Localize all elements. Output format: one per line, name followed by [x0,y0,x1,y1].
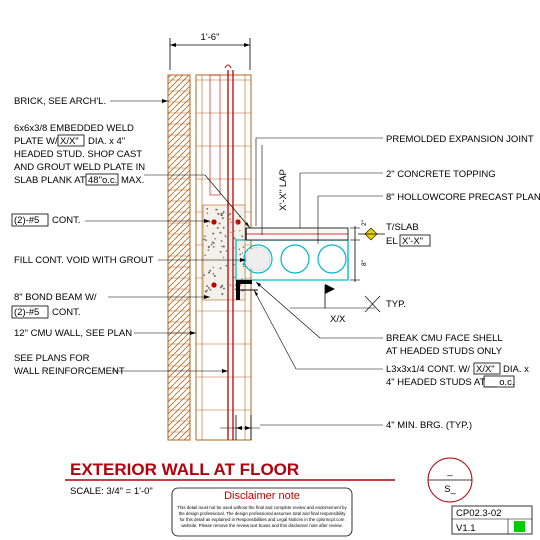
brick-wythe [167,74,191,441]
disclaimer-box: Disclaimer note This detail must not be … [171,487,353,537]
bearing-label: 4" MIN. BRG. (TYP.) [386,420,472,431]
disclaimer-line-4: website. Please remove the review text b… [181,523,342,528]
el-value: X'-X" [402,236,423,247]
hollowcore-plank [235,239,349,281]
steel-angle [236,280,258,300]
weld-spacing: 48"o.c. [88,175,117,186]
weld-stud-dia: X/X" [60,136,79,147]
cont-bars: (2)-#5 [14,215,39,226]
dimension-1ft6: 1'-6" [201,32,220,43]
typ-label: TYP. [386,299,406,310]
cmu-label: 12" CMU WALL, SEE PLAN [14,328,132,339]
weld-line-2c: DIA. x 4" [88,136,125,147]
disclaimer-line-2: the design professional. The design prof… [179,511,347,516]
bubble-detail-number: _ [446,466,453,477]
disclaimer-line-3: for this detail as explained in Responsi… [180,517,345,522]
angle-line-1c: DIA. x [503,364,529,375]
weld-line-4: AND GROUT WELD PLATE IN [14,162,145,173]
angle-line-2a: 4" HEADED STUDS AT [386,377,485,388]
hollowcore-label: 8" HOLLOWCORE PRECAST PLANK [386,192,540,203]
angle-line-1a: L3x3x1/4 CONT. W/ [386,364,470,375]
top-dimension: 1'-6" [169,32,251,70]
tslab-label: T/SLAB [386,222,419,233]
lap-dimension: X'-X" LAP [261,145,289,235]
premolded-label: PREMOLDED EXPANSION JOINT [386,134,534,145]
version-label: V1.1 [456,523,476,534]
disclaimer-heading: Disclaimer note [224,490,300,502]
sheet-code: CP02.3-02 [456,508,501,519]
angle-stud-dia: X/X" [476,364,495,375]
detail-title: EXTERIOR WALL AT FLOOR [70,460,299,479]
left-callouts: BRICK, SEE ARCH'L. 6x6x3/8 EMBEDDED WELD… [11,96,251,377]
weld-line-5a: SLAB PLANK AT [14,175,86,186]
slab-dimension: 2" 8" [350,219,368,282]
break-line-2: AT HEADED STUDS ONLY [386,346,503,357]
topping-label: 2" CONCRETE TOPPING [386,169,496,180]
scale-label: SCALE: 3/4" = 1'-0" [70,486,153,497]
dim-8in: 8" [361,259,368,266]
bond-beam-line-1: 8" BOND BEAM W/ [14,292,97,303]
vertical-rebar [224,64,234,440]
xx-label: X/X [330,314,346,325]
disclaimer-line-1: This detail must not be used without the… [177,505,347,510]
weld-line-2a: PLATE W/ [14,136,58,147]
right-callouts: PREMOLDED EXPANSION JOINT 2" CONCRETE TO… [253,134,540,431]
concrete-topping [245,227,349,241]
weld-line-1: 6x6x3/8 EMBEDDED WELD [14,123,134,134]
plans-line-1: SEE PLANS FOR [14,353,90,364]
title-block: EXTERIOR WALL AT FLOOR SCALE: 3/4" = 1'-… [65,457,533,535]
plans-line-2: WALL REINFORCEMENT [14,366,125,377]
bond-beam-cont: CONT. [52,307,81,318]
angle-spacing: __ o.c. [485,377,515,388]
bottom-dimension [220,415,260,440]
status-indicator [514,521,525,532]
elevation-marker: T/SLAB EL X'-X" [358,222,431,247]
bond-beam-bars: (2)-#5 [14,307,39,318]
weld-line-3: HEADED STUD. SHOP CAST [14,149,142,160]
section-flag: X/X TYP. [290,284,406,325]
cont-label: CONT. [52,215,81,226]
brick-label: BRICK, SEE ARCH'L. [14,96,106,107]
break-line-1: BREAK CMU FACE SHELL [386,333,503,344]
el-label: EL [386,236,398,247]
lap-label: X'-X" LAP [278,169,289,211]
grout-label: FILL CONT. VOID WITH GROUT [14,255,154,266]
weld-line-5c: MAX. [121,175,144,186]
bubble-sheet-number: S_ [444,484,456,495]
dim-2in: 2" [361,219,368,226]
